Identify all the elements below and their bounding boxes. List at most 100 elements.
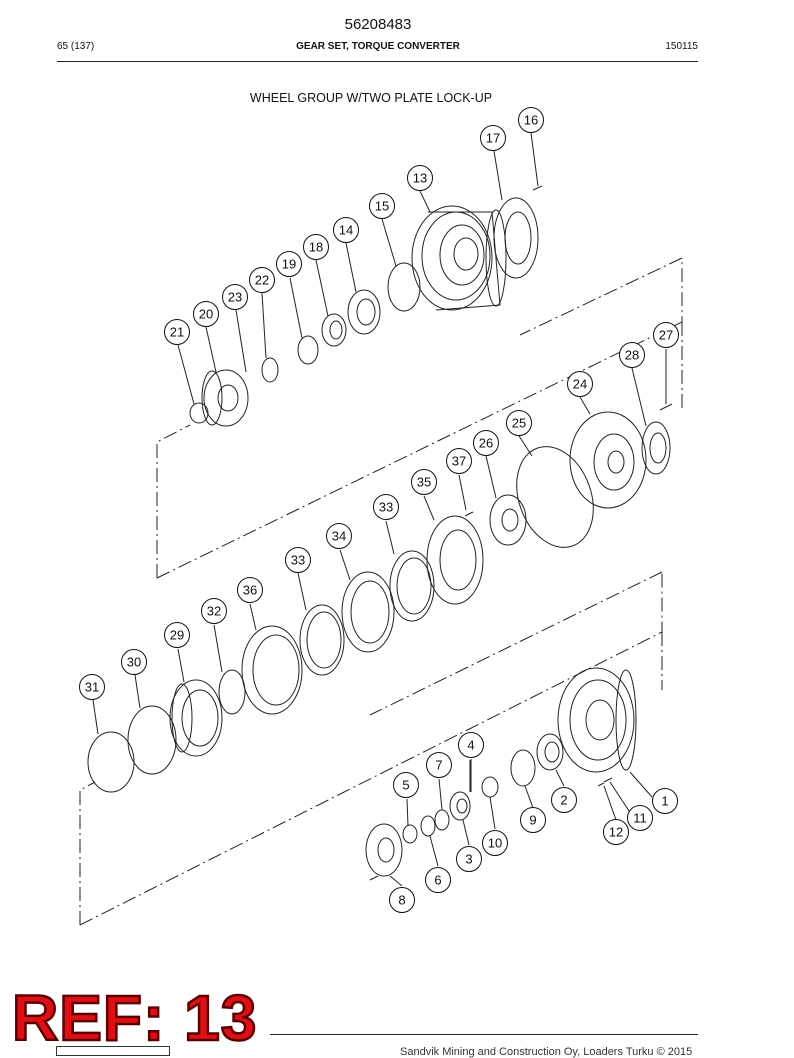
header-divider	[57, 61, 698, 62]
svg-text:22: 22	[255, 273, 269, 288]
svg-text:5: 5	[402, 778, 409, 793]
callout-36: 36	[237, 577, 263, 603]
callout-27: 27	[653, 322, 679, 348]
callout-4: 4	[458, 732, 484, 758]
svg-text:35: 35	[417, 475, 431, 490]
svg-text:3: 3	[465, 852, 472, 867]
callout-13: 13	[407, 165, 433, 191]
part-31-o-ring	[87, 731, 135, 793]
callout-8: 8	[389, 887, 415, 913]
callout-30: 30	[121, 649, 147, 675]
callout-1: 1	[652, 788, 678, 814]
section-title: GEAR SET, TORQUE CONVERTER	[296, 41, 460, 52]
part-33-friction-plate-lower	[299, 604, 345, 676]
svg-text:13: 13	[413, 171, 427, 186]
callout-34: 34	[326, 523, 352, 549]
svg-text:26: 26	[479, 436, 493, 451]
svg-text:28: 28	[625, 348, 639, 363]
part-15-o-ring	[387, 262, 421, 312]
part-10-washer	[481, 776, 499, 798]
callout-18: 18	[303, 234, 329, 260]
svg-text:15: 15	[375, 199, 389, 214]
leader-lines	[92, 132, 667, 887]
callout-15: 15	[369, 193, 395, 219]
part-21-ring	[189, 402, 209, 424]
footer-copyright: Sandvik Mining and Construction Oy, Load…	[400, 1046, 693, 1058]
callout-22: 22	[249, 267, 275, 293]
callout-2: 2	[551, 787, 577, 813]
svg-text:32: 32	[207, 604, 221, 619]
svg-text:21: 21	[170, 325, 184, 340]
part-29-gear-housing	[169, 679, 223, 757]
callout-17: 17	[480, 125, 506, 151]
svg-text:24: 24	[573, 377, 587, 392]
svg-text:1: 1	[661, 794, 668, 809]
svg-text:33: 33	[379, 500, 393, 515]
date-code: 150115	[665, 41, 698, 52]
callout-3: 3	[456, 846, 482, 872]
part-5-ring	[402, 824, 418, 844]
svg-text:25: 25	[512, 416, 526, 431]
callout-26: 26	[473, 430, 499, 456]
part-8-cover-plate	[365, 823, 403, 881]
svg-text:29: 29	[170, 628, 184, 643]
part-26-hub	[489, 494, 527, 546]
callout-12: 12	[603, 819, 629, 845]
figure-title: WHEEL GROUP W/TWO PLATE LOCK-UP	[249, 91, 493, 105]
part-22-washer	[261, 357, 279, 383]
part-11-bolt	[603, 777, 613, 783]
svg-text:16: 16	[524, 113, 538, 128]
part-16-bolt	[532, 185, 543, 191]
part-34-plate	[341, 571, 395, 653]
part-30-o-ring	[127, 705, 177, 775]
callout-35: 35	[411, 469, 437, 495]
callout-31: 31	[79, 674, 105, 700]
part-14-bearing	[347, 289, 381, 335]
ref-stamp: REF: 13	[11, 982, 258, 1054]
callout-29: 29	[164, 622, 190, 648]
part-7-ring	[434, 809, 450, 831]
svg-text:33: 33	[291, 553, 305, 568]
callout-7: 7	[426, 752, 452, 778]
callout-28: 28	[619, 342, 645, 368]
svg-text:11: 11	[633, 811, 647, 826]
svg-text:7: 7	[435, 758, 442, 773]
callout-32: 32	[201, 598, 227, 624]
callout-24: 24	[567, 371, 593, 397]
part-33-friction-plate-upper	[389, 550, 435, 622]
svg-text:18: 18	[309, 240, 323, 255]
part-13-pump-housing	[411, 205, 507, 311]
part-6-ring	[420, 815, 436, 837]
callout-16: 16	[518, 107, 544, 133]
callout-25: 25	[506, 410, 532, 436]
svg-text:23: 23	[228, 290, 242, 305]
callout-14: 14	[333, 217, 359, 243]
part-18-seal	[321, 313, 347, 347]
svg-text:27: 27	[659, 328, 673, 343]
svg-text:30: 30	[127, 655, 141, 670]
svg-text:9: 9	[529, 813, 536, 828]
part-1-converter-housing	[557, 667, 637, 773]
svg-text:20: 20	[199, 307, 213, 322]
part-32-snap-ring	[218, 669, 246, 715]
callout-37: 37	[446, 448, 472, 474]
page-number: 65 (137)	[57, 41, 95, 52]
callout-6: 6	[425, 867, 451, 893]
part-25-o-ring	[516, 446, 594, 548]
svg-text:2: 2	[560, 793, 567, 808]
svg-text:37: 37	[452, 454, 466, 469]
svg-text:8: 8	[398, 893, 405, 908]
part-3-gear	[449, 791, 471, 821]
callout-19: 19	[276, 251, 302, 277]
part-17-flange	[493, 197, 539, 279]
part-37-bolt	[464, 511, 474, 517]
part-12-bolt	[597, 782, 605, 787]
callout-33-upper: 33	[373, 494, 399, 520]
svg-text:4: 4	[467, 738, 474, 753]
svg-text:6: 6	[434, 873, 441, 888]
callout-5: 5	[393, 772, 419, 798]
footer-divider	[270, 1034, 698, 1035]
part-28-ring	[641, 421, 671, 475]
callout-33-lower: 33	[285, 547, 311, 573]
